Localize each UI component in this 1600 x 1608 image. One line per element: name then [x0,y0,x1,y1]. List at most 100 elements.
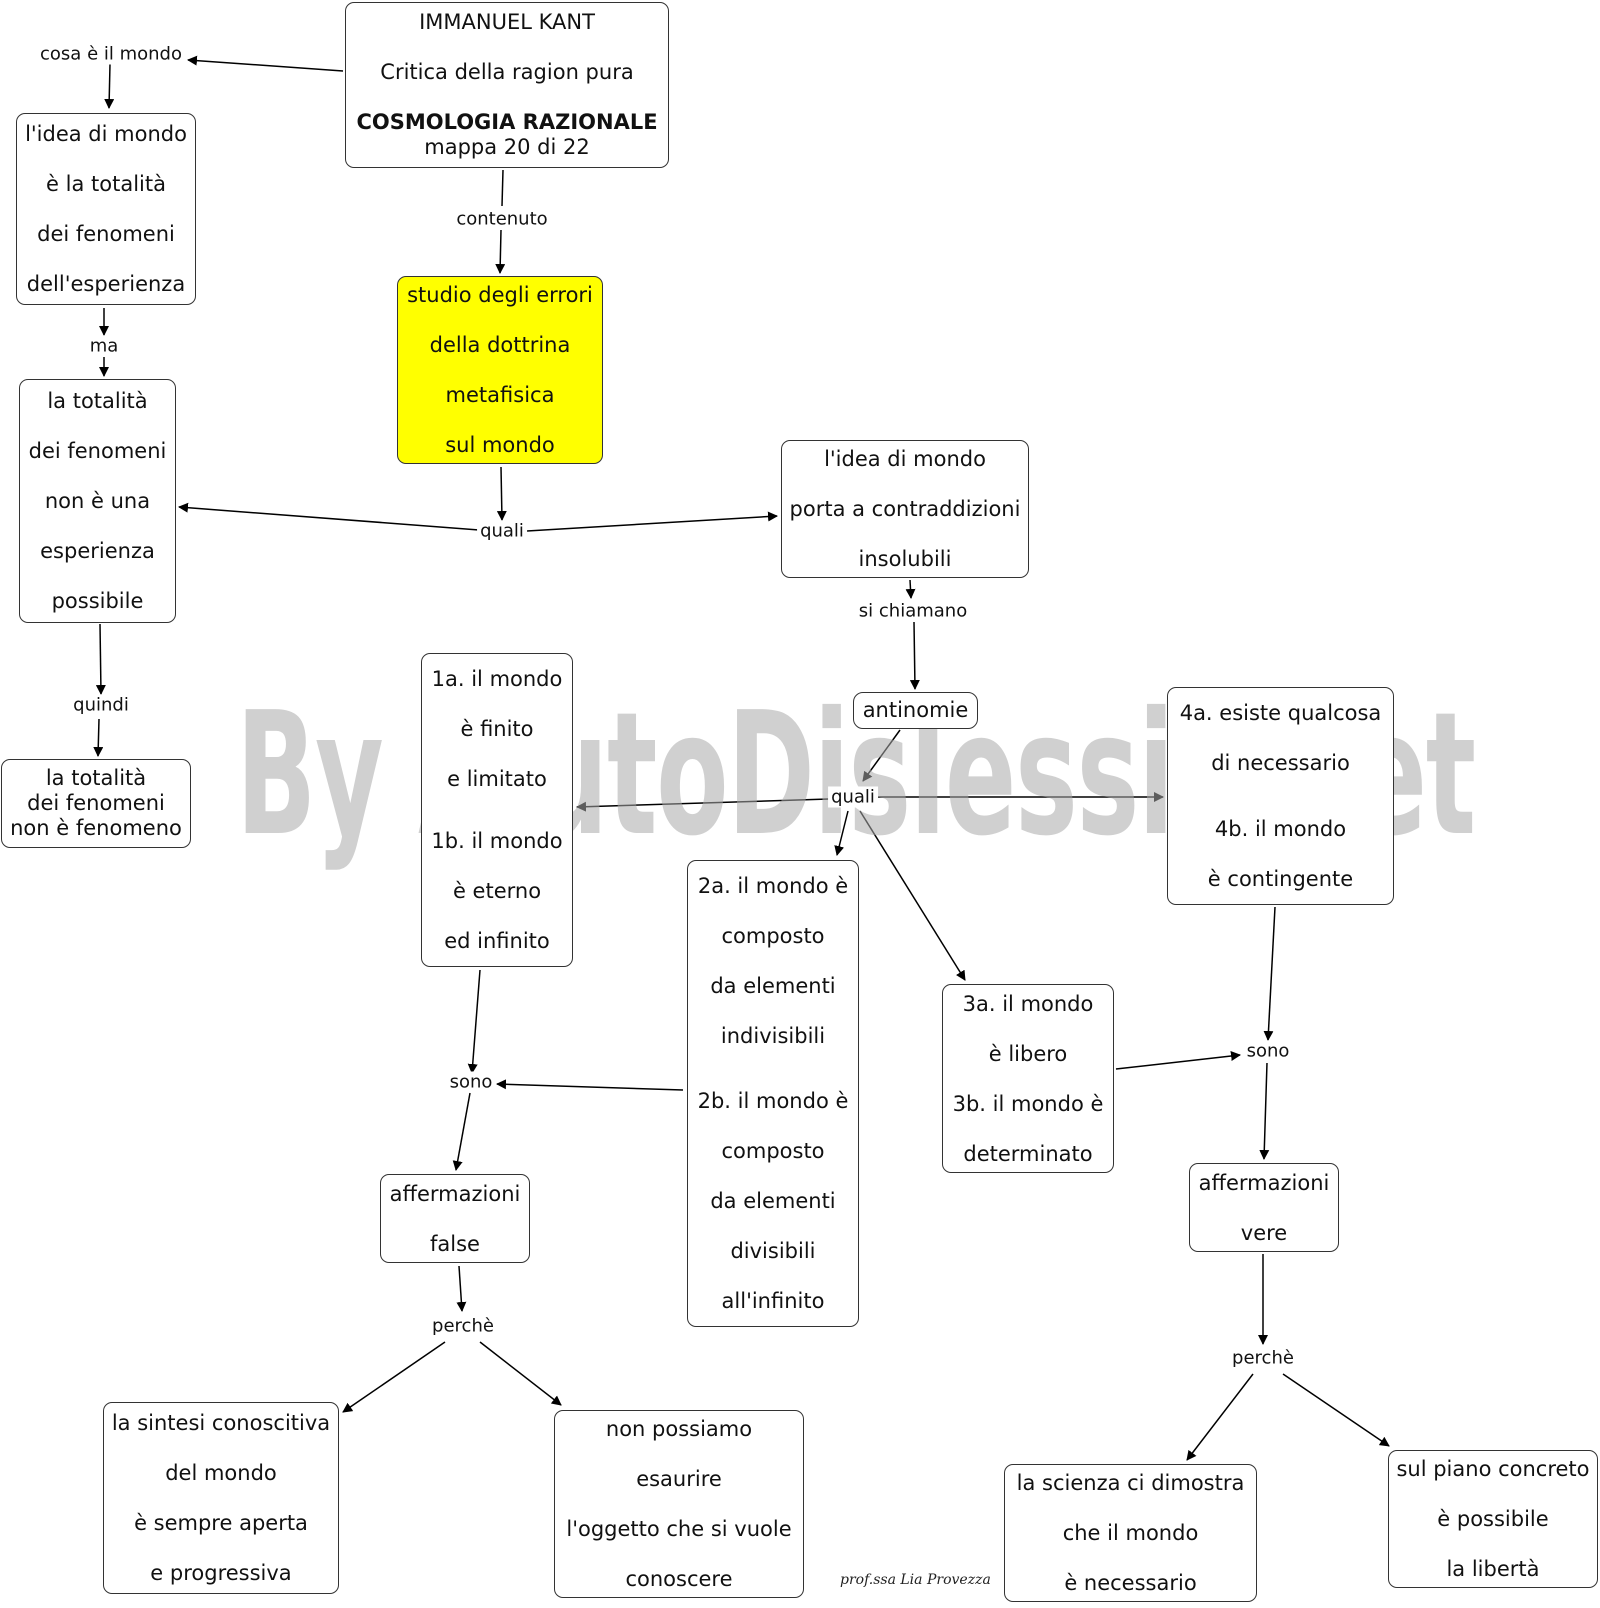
header-map-number: mappa 20 di 22 [424,135,590,159]
edge-quali-to-ant2 [834,810,849,856]
edge-quali-to-contraddizioni [526,511,778,532]
node-line: del mondo [165,1461,277,1485]
edge-perche-to-liberta [1282,1373,1390,1447]
node-line: è contingente [1207,867,1354,891]
edge-false-to-perche [456,1265,467,1312]
node-line: dei fenomeni [37,222,175,246]
node-line: indivisibili [720,1024,826,1048]
edge-quali-to-totalita [178,502,480,531]
node-line: studio degli errori [407,283,593,307]
node-affermazioni-vere: affermazioni vere [1189,1163,1339,1252]
edge-quali-to-ant3 [859,810,966,981]
node-line: composto [721,1139,825,1163]
edge-contenuto-to-studio [495,229,506,274]
edge-perche-to-sintesi [342,1341,446,1413]
node-line: 4a. esiste qualcosa [1179,701,1382,725]
node-line: esaurire [636,1467,722,1491]
node-antinomie: antinomie [853,692,978,729]
node-line: di necessario [1211,751,1350,775]
node-line: non è una [44,489,151,513]
edge-sono-to-vere [1259,1062,1270,1160]
node-line: è finito [460,717,534,741]
node-line: dei fenomeni [28,439,167,463]
edge-quali-to-ant1 [576,798,830,812]
edge-antinomie-to-quali [862,729,901,782]
label-si-chiamano: si chiamano [855,600,971,622]
node-line: la sintesi conoscitiva [111,1411,331,1435]
edge-header-to-contenuto [501,169,504,207]
node-antinomia-4: 4a. esiste qualcosa di necessario 4b. il m… [1167,687,1394,905]
node-line: dell'esperienza [26,272,186,296]
node-line: la scienza ci dimostra [1016,1471,1245,1495]
node-line: affermazioni [1198,1170,1330,1195]
edge-cosa-to-idea [104,63,115,109]
node-line: determinato [963,1141,1093,1166]
node-line: metafisica [445,383,555,407]
edge-studio-to-quali [496,466,507,521]
node-line: 2a. il mondo è [697,874,849,898]
node-line: 4b. il mondo [1214,817,1347,841]
author-signature: prof.ssa Lia Provezza [840,1572,991,1588]
node-affermazioni-false: affermazioni false [380,1174,530,1263]
node-line: non possiamo [605,1417,753,1441]
node-line: che il mondo [1062,1521,1199,1545]
edge-quindi-to-fenomeno [93,718,104,757]
edge-ant3-to-sono [1115,1051,1241,1070]
node-line: affermazioni [389,1181,521,1206]
node-line: 1a. il mondo [431,667,563,691]
label-ma: ma [86,335,122,357]
edge-sichiamano-to-antinomie [909,621,920,690]
edge-ant2-to-sono [496,1079,684,1091]
label-perche-2: perchè [1229,1347,1297,1369]
node-line: vere [1240,1220,1288,1245]
edge-ant4-to-sono [1263,906,1276,1041]
node-studio-errori: studio degli errori della dottrina metafis… [397,276,603,464]
antinomie-label: antinomie [862,698,969,722]
node-line: l'oggetto che si vuole [566,1517,792,1541]
header-work: Critica della ragion pura [380,60,634,84]
node-line: 1b. il mondo [431,829,563,853]
node-line: la totalità [47,389,148,413]
node-non-esaurire: non possiamo esaurire l'oggetto che si vuo… [554,1410,804,1598]
edge-totalita-to-quindi [95,623,106,695]
label-perche-1: perchè [429,1315,497,1337]
node-line: è necessario [1064,1571,1197,1595]
edge-perche-to-scienza [1186,1373,1254,1461]
node-line: la libertà [1446,1557,1540,1581]
node-line: è possibile [1437,1507,1549,1531]
label-quali-1: quali [477,520,527,542]
node-scienza-necessario: la scienza ci dimostra che il mondo è nece… [1004,1464,1257,1602]
label-quali-2: quali [828,786,878,808]
node-line: ed infinito [444,929,550,953]
node-line: false [430,1231,480,1256]
edge-header-to-cosa [187,55,344,72]
node-line: della dottrina [429,333,571,357]
node-line: non è fenomeno [10,816,182,840]
node-line: all'infinito [721,1289,825,1313]
node-antinomia-2: 2a. il mondo è composto da elementi indivis… [687,860,859,1327]
node-line: da elementi [710,1189,836,1213]
node-line: possibile [51,589,144,613]
node-line: 3a. il mondo [962,991,1094,1016]
node-line: è la totalità [46,172,166,196]
label-cosa-mondo: cosa è il mondo [37,43,185,65]
node-line: sul piano concreto [1396,1457,1590,1481]
node-line: porta a contraddizioni [789,497,1021,521]
header-topic: COSMOLOGIA RAZIONALE [356,110,658,134]
label-sono-1: sono [446,1071,496,1093]
label-sono-2: sono [1243,1040,1293,1062]
label-contenuto: contenuto [453,208,551,230]
label-quindi: quindi [70,694,132,716]
node-line: dei fenomeni [27,791,165,815]
node-line: è eterno [452,879,542,903]
node-line: 2b. il mondo è [697,1089,849,1113]
node-line: 3b. il mondo è [952,1091,1104,1116]
node-line: composto [721,924,825,948]
